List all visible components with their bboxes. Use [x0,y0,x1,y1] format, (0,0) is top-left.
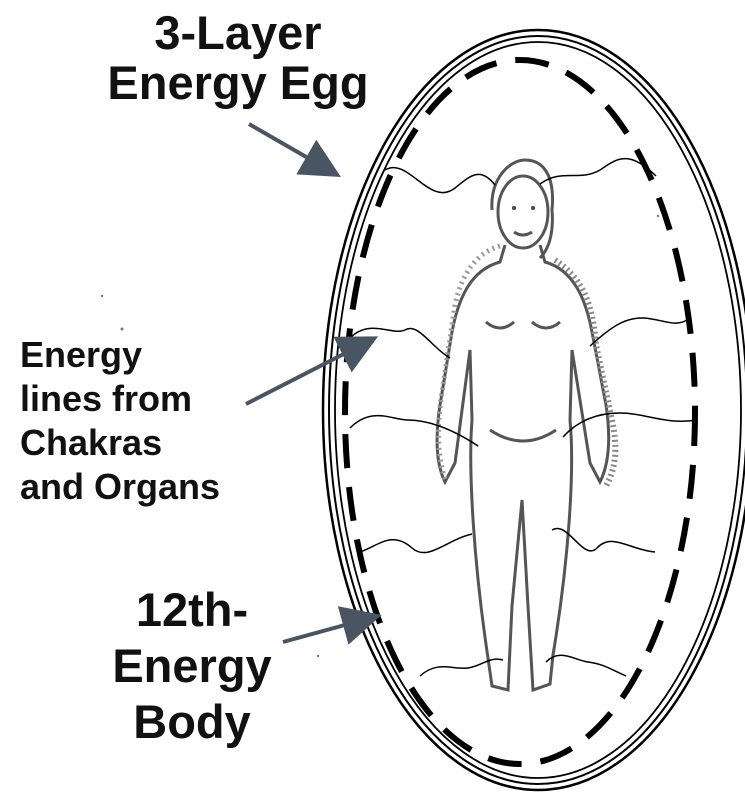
twelfth-body-label-line-2: Energy [92,638,292,694]
figure-eye-left [512,206,516,210]
figure-waist [490,430,556,441]
outer-egg-layer-3 [335,42,741,778]
background-speck-4 [657,215,659,217]
energy-line-head-right [540,159,656,184]
twelfth-body-label-line-3: Body [92,694,292,750]
arrow-to-egg [249,124,334,173]
outer-egg-layers [323,30,745,790]
human-figure [437,160,615,690]
egg-label-line-2: Energy Egg [88,58,388,108]
arrow-to-12th-body [283,617,374,642]
twelfth-body-label: 12th- Energy Body [92,582,292,750]
energy-line-head-left [385,168,495,193]
energy-lines-label-line-3: Chakras [20,421,260,465]
background-speck-2 [101,295,103,297]
energy-line-legs-left [360,534,472,553]
energy-lines-label-line-2: lines from [20,377,260,421]
figure-body-outline [437,245,609,690]
outer-egg-layer-2 [329,36,745,784]
energy-lines-label-line-1: Energy [20,333,260,377]
egg-label-line-1: 3-Layer [88,8,388,58]
outer-egg-layer-1 [323,30,745,790]
figure-head [498,176,548,248]
arrow-to-energy-lines [246,340,371,404]
energy-line-feet-right [546,655,626,676]
egg-label: 3-Layer Energy Egg [88,8,388,108]
figure-shading [555,260,615,486]
energy-lines-label: Energy lines from Chakras and Organs [20,333,260,509]
background-speck-1 [121,328,124,331]
energy-line-chest-right [590,318,687,346]
background-speck-3 [317,655,319,657]
energy-lines-label-line-4: and Organs [20,465,260,509]
twelfth-body-label-line-1: 12th- [92,582,292,638]
figure-eye-right [531,206,535,210]
figure-chest [486,322,560,328]
